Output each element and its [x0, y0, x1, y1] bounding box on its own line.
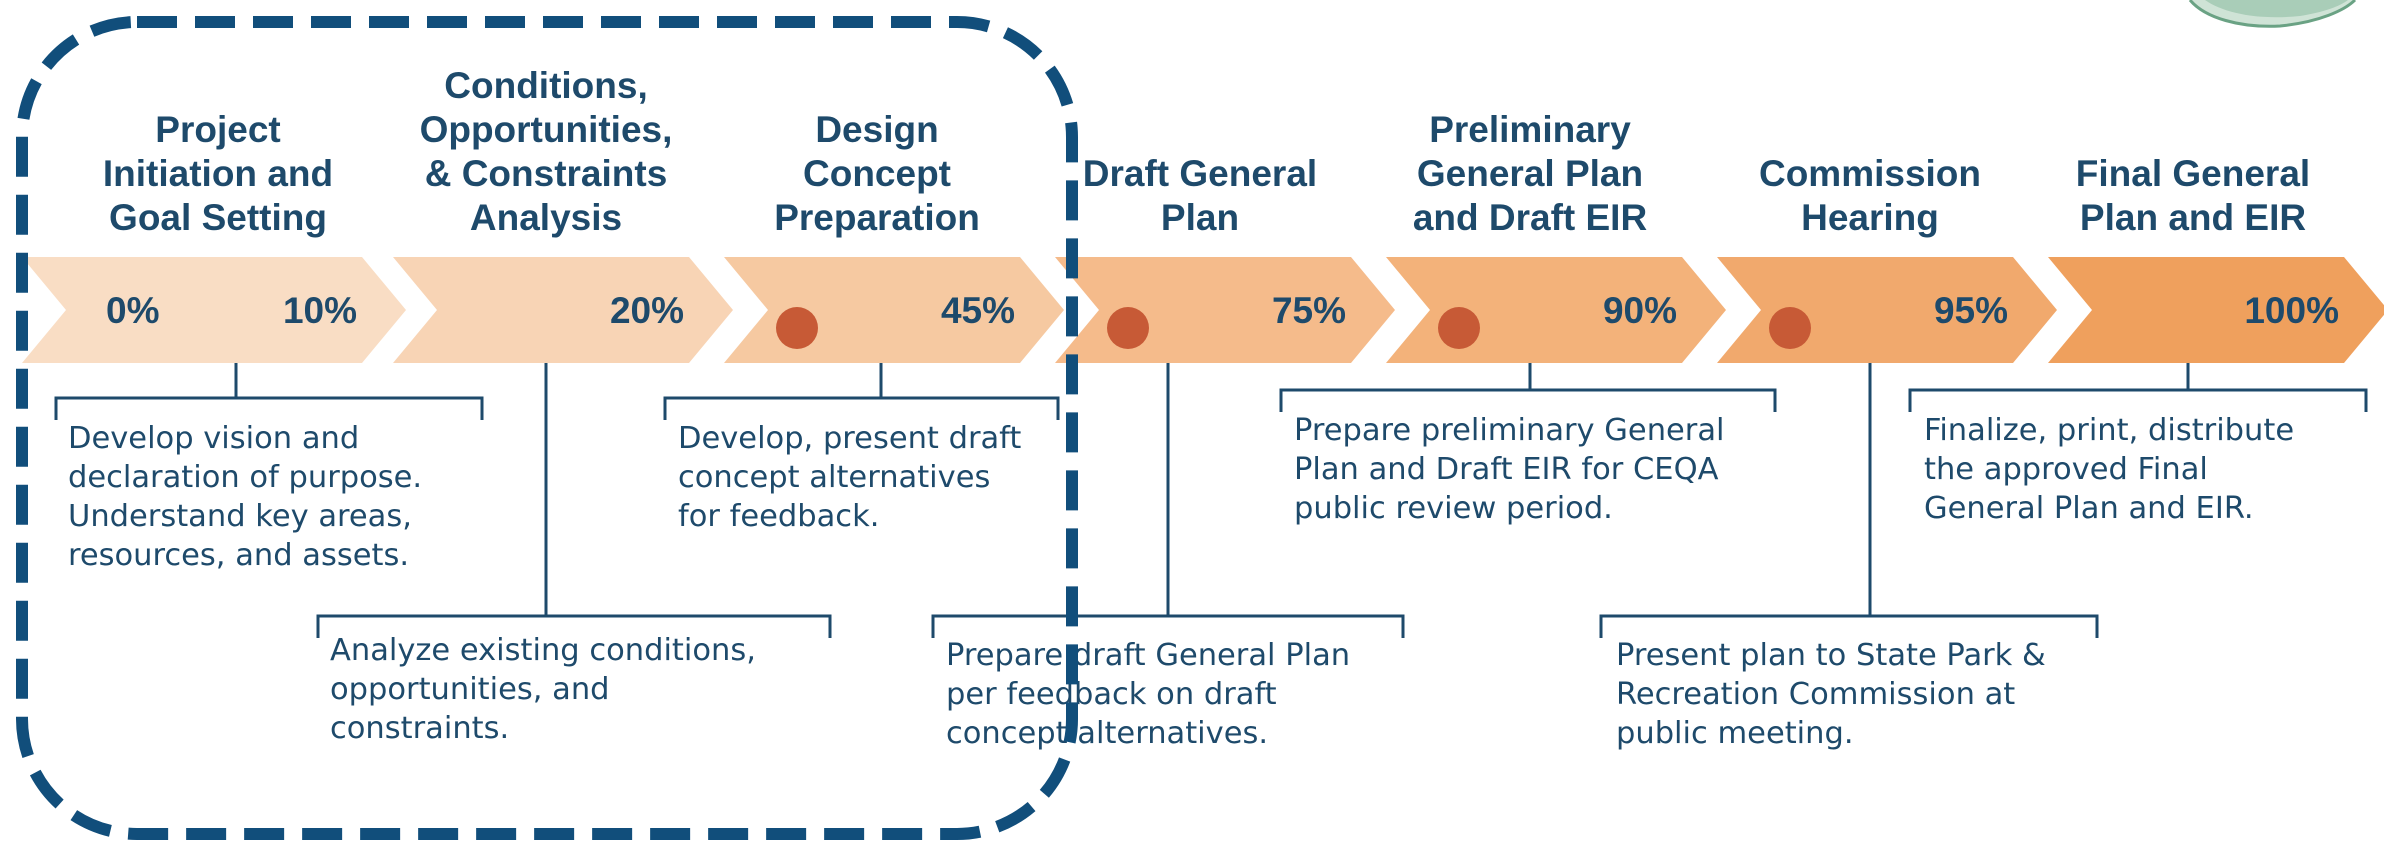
phase-title-line: Conditions,	[444, 65, 647, 106]
phase-description-line: Prepare draft General Plan	[946, 638, 1350, 673]
phase-title-line: Preparation	[774, 197, 980, 238]
milestone-dot	[1769, 307, 1811, 349]
phase-description-line: concept alternatives	[678, 460, 990, 495]
phase-description-line: concept alternatives.	[946, 716, 1268, 751]
phase-chevron	[393, 257, 733, 363]
phase-percent-label: 90%	[1603, 290, 1677, 331]
phase-title-line: Commission	[1759, 153, 1981, 194]
phase-description-line: Analyze existing conditions,	[330, 633, 756, 668]
phase-title-line: Concept	[803, 153, 951, 194]
phase-chevrons	[22, 257, 2384, 363]
phase-description-line: Recreation Commission at	[1616, 677, 2015, 712]
phase-title-line: and Draft EIR	[1413, 197, 1647, 238]
start-percent-label: 0%	[106, 290, 159, 331]
description-bracket	[316, 614, 832, 638]
phase-description-line: public meeting.	[1616, 716, 1854, 751]
description-bracket	[1908, 388, 2368, 412]
phase-title-line: & Constraints	[425, 153, 668, 194]
phase-description-line: Understand key areas,	[68, 499, 412, 534]
description-bracket	[931, 614, 1405, 638]
phase-title-line: Opportunities,	[420, 109, 673, 150]
milestone-dot	[1438, 307, 1480, 349]
description-bracket	[1279, 388, 1777, 412]
phase-percent-label: 45%	[941, 290, 1015, 331]
phase-title-line: Preliminary	[1429, 109, 1631, 150]
phase-description-line: per feedback on draft	[946, 677, 1277, 712]
description-bracket	[54, 396, 484, 420]
milestone-markers	[776, 307, 1811, 349]
dashed-highlight-frame	[16, 16, 1078, 840]
connector-lines	[54, 363, 2368, 638]
description-bracket	[1599, 614, 2099, 638]
corner-logo-fragment	[2188, 0, 2357, 28]
phase-percent-label: 75%	[1272, 290, 1346, 331]
phase-description-line: opportunities, and	[330, 672, 610, 707]
phase-description-line: public review period.	[1294, 491, 1613, 526]
phase-description-line: Prepare preliminary General	[1294, 413, 1725, 448]
phase-description-line: General Plan and EIR.	[1924, 491, 2254, 526]
phase-title-line: Analysis	[470, 197, 622, 238]
phase-percent-label: 10%	[283, 290, 357, 331]
phase-title-line: Design	[815, 109, 938, 150]
phase-percent-label: 95%	[1934, 290, 2008, 331]
milestone-dot	[1107, 307, 1149, 349]
phase-title-line: Project	[155, 109, 280, 150]
description-bracket	[663, 396, 1060, 420]
phase-description-line: Finalize, print, distribute	[1924, 413, 2294, 448]
phase-percent-label: 100%	[2244, 290, 2339, 331]
milestone-dot	[776, 307, 818, 349]
phase-chevron	[2048, 257, 2384, 363]
phase-description-line: resources, and assets.	[68, 538, 409, 573]
phase-description-line: the approved Final	[1924, 452, 2208, 487]
phase-title-line: Hearing	[1801, 197, 1939, 238]
phase-description-line: declaration of purpose.	[68, 460, 422, 495]
phase-title-line: Plan and EIR	[2080, 197, 2306, 238]
phase-percent-label: 20%	[610, 290, 684, 331]
phase-description-line: constraints.	[330, 711, 509, 746]
phase-title-line: Initiation and	[103, 153, 333, 194]
phase-title-line: Draft General	[1083, 153, 1317, 194]
phase-title-line: Final General	[2076, 153, 2310, 194]
phase-title-line: Plan	[1161, 197, 1239, 238]
phase-description-line: Present plan to State Park &	[1616, 638, 2046, 673]
phase-description-line: Develop, present draft	[678, 421, 1021, 456]
phase-description-line: Develop vision and	[68, 421, 359, 456]
phase-description-line: Plan and Draft EIR for CEQA	[1294, 452, 1719, 487]
phase-title-line: General Plan	[1417, 153, 1643, 194]
phase-title-line: Goal Setting	[109, 197, 327, 238]
phase-chevron	[22, 257, 406, 363]
phase-description-line: for feedback.	[678, 499, 879, 534]
